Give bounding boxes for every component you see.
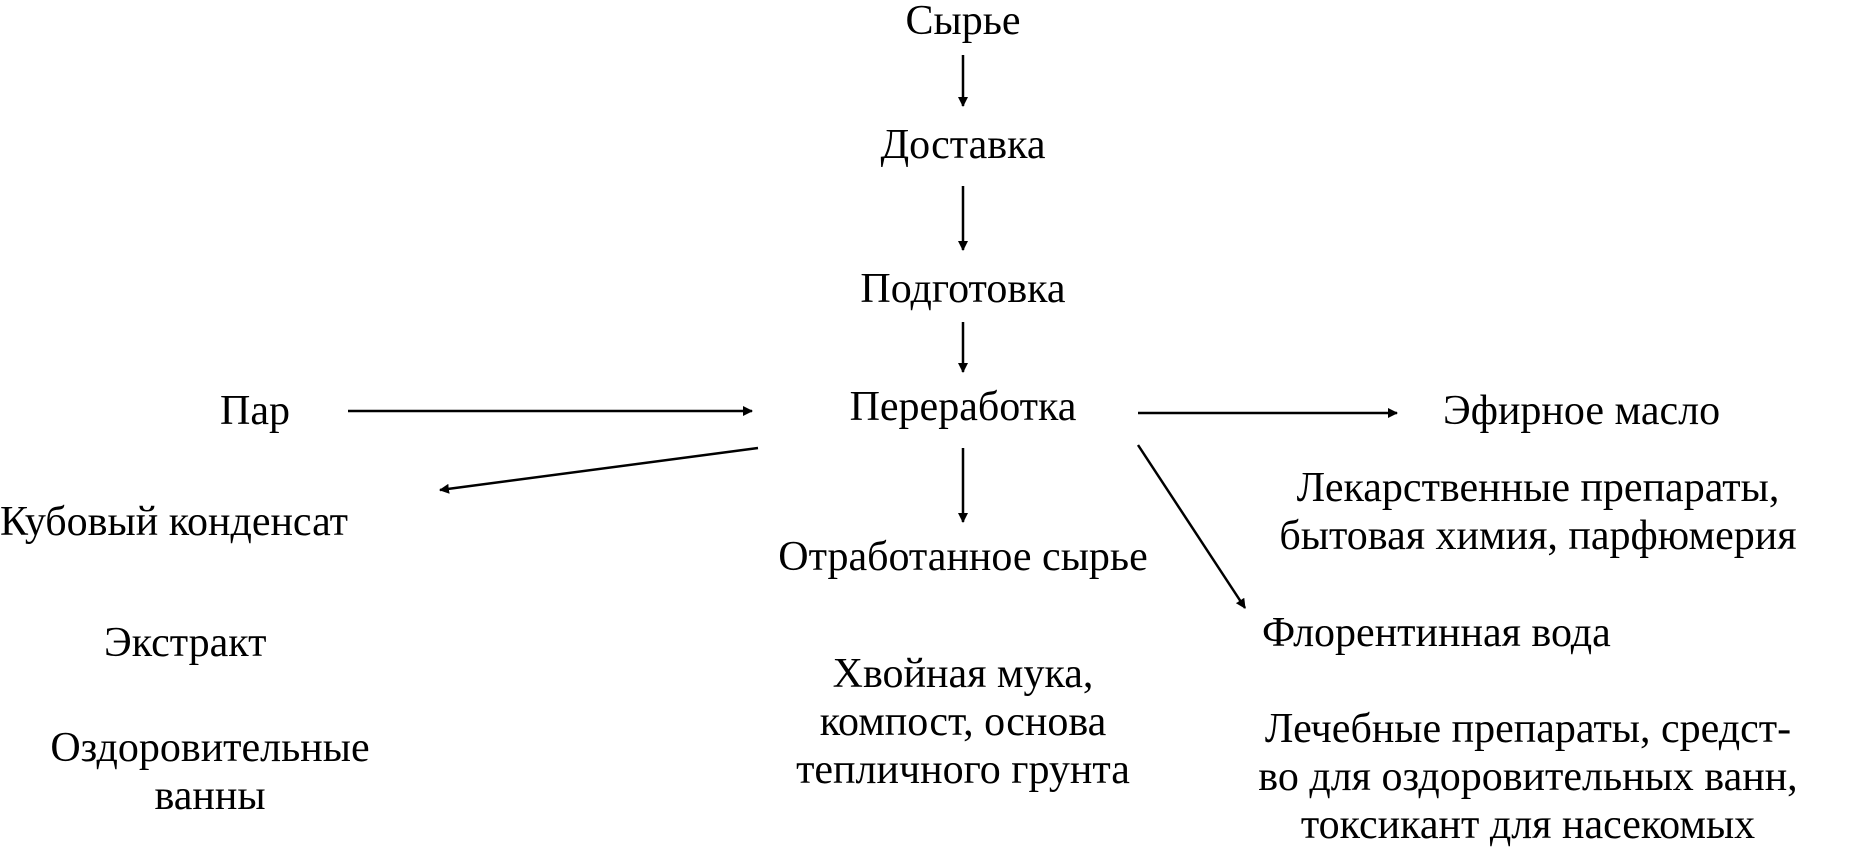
node-extract: Экстракт (104, 620, 267, 666)
node-spent-raw: Отработанное сырье (778, 534, 1148, 580)
node-steam: Пар (220, 388, 290, 434)
node-processing: Переработка (849, 384, 1077, 430)
node-spent-raw-uses: Хвойная мука, компост, основа тепличного… (713, 650, 1213, 794)
essential-oil-uses-line-2: бытовая химия, парфюмерия (1279, 513, 1797, 559)
florentine-water-uses-line-1: Лечебные препараты, средст- (1264, 706, 1792, 752)
node-raw: Сырье (905, 0, 1021, 44)
node-delivery: Доставка (880, 122, 1046, 168)
spent-raw-uses-line-2: компост, основа (819, 699, 1107, 745)
arrow-processing-to-florentine-water (1136, 444, 1247, 609)
node-preparation: Подготовка (860, 266, 1066, 312)
florentine-water-uses-line-2: во для оздоровительных ванн, (1258, 754, 1798, 800)
florentine-water-uses-line-3: токсикант для насекомых (1300, 802, 1756, 848)
node-still-condensate: Кубовый конденсат (0, 499, 348, 545)
node-essential-oil: Эфирное масло (1443, 388, 1721, 434)
extract-uses-line-2: ванны (154, 773, 266, 819)
node-essential-oil-uses: Лекарственные препараты, бытовая химия, … (1218, 464, 1853, 560)
node-florentine-water-uses: Лечебные препараты, средст- во для оздор… (1198, 705, 1853, 849)
extract-uses-line-1: Оздоровительные (50, 725, 370, 771)
essential-oil-uses-line-1: Лекарственные препараты, (1296, 465, 1780, 511)
arrow-processing-to-condensate (439, 446, 759, 494)
node-florentine-water: Флорентинная вода (1262, 610, 1611, 656)
spent-raw-uses-line-1: Хвойная мука, (832, 651, 1094, 697)
node-extract-uses: Оздоровительные ванны (10, 724, 410, 820)
spent-raw-uses-line-3: тепличного грунта (796, 747, 1130, 793)
